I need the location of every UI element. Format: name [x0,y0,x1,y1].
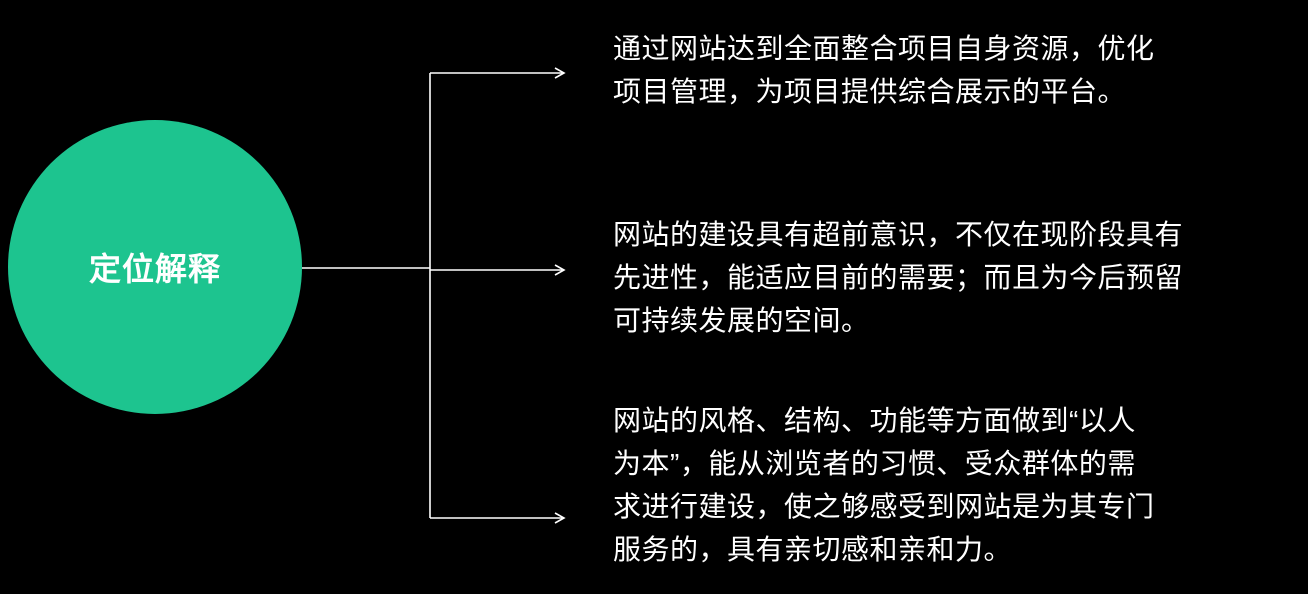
branch-bottom-line-4: 服务的，具有亲切感和亲和力。 [613,534,1013,565]
branch-bottom-line-3: 求进行建设，使之够感受到网站是为其专门 [613,491,1155,522]
branch-middle-line-3: 可持续发展的空间。 [613,305,870,336]
branch-middle-line-1: 网站的建设具有超前意识，不仅在现阶段具有 [613,219,1184,250]
branch-text-middle: 网站的建设具有超前意识，不仅在现阶段具有 先进性，能适应目前的需要；而且为今后预… [613,213,1183,342]
branch-bottom-line-2: 为本”，能从浏览者的习惯、受众群体的需 [613,448,1136,479]
branch-top-line-2: 项目管理，为项目提供综合展示的平台。 [613,76,1127,107]
branch-middle-line-2: 先进性，能适应目前的需要；而且为今后预留 [613,262,1184,293]
branch-bottom-line-1: 网站的风格、结构、功能等方面做到“以人 [613,405,1136,436]
root-node: 定位解释 [8,120,302,414]
root-node-label: 定位解释 [88,251,221,287]
branch-top-line-1: 通过网站达到全面整合项目自身资源，优化 [613,33,1155,64]
branch-text-bottom: 网站的风格、结构、功能等方面做到“以人 为本”，能从浏览者的习惯、受众群体的需 … [613,399,1155,571]
branch-text-top: 通过网站达到全面整合项目自身资源，优化 项目管理，为项目提供综合展示的平台。 [613,27,1155,113]
